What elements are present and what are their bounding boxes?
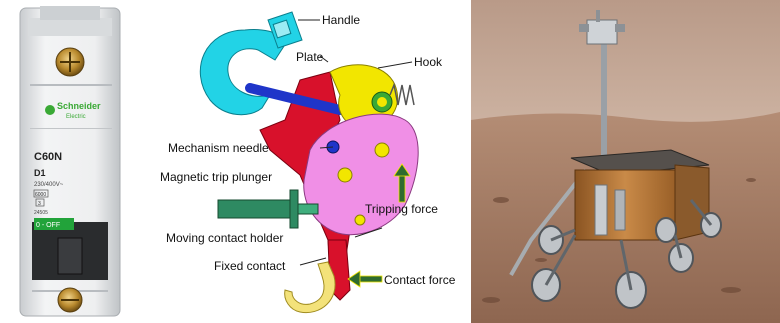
- code-text: 24505: [34, 210, 48, 216]
- label-hook: Hook: [414, 55, 443, 69]
- voltage-text: 230/400V~: [34, 182, 64, 188]
- rover-body: [571, 150, 709, 240]
- off-label: 0 - OFF: [36, 222, 60, 229]
- label-needle: Mechanism needle: [168, 141, 269, 155]
- brand-line1: Schneider: [57, 101, 101, 111]
- mars-rover-image: [471, 0, 780, 323]
- label-plate: Plate: [296, 50, 324, 64]
- breaking-capacity-text: 6000: [35, 192, 46, 198]
- switch-toggle[interactable]: [58, 238, 82, 274]
- rating-text: D1: [34, 168, 46, 178]
- label-plunger: Magnetic trip plunger: [160, 170, 272, 184]
- circuit-breaker-photo: Schneider Electric C60N D1 230/400V~ 600…: [0, 0, 140, 323]
- brand-logo-icon: [45, 105, 55, 115]
- trip-mechanism-diagram: Handle Plate Hook Mechanism needle Magne…: [150, 0, 480, 323]
- label-contact-force: Contact force: [384, 273, 456, 287]
- label-fixed-contact: Fixed contact: [214, 259, 286, 273]
- model-text: C60N: [34, 151, 62, 163]
- class-text: 3: [38, 201, 41, 207]
- label-moving-contact-holder: Moving contact holder: [166, 231, 283, 245]
- brand-line2: Electric: [66, 114, 86, 120]
- label-handle: Handle: [322, 13, 360, 27]
- label-tripping-force: Tripping force: [365, 202, 438, 216]
